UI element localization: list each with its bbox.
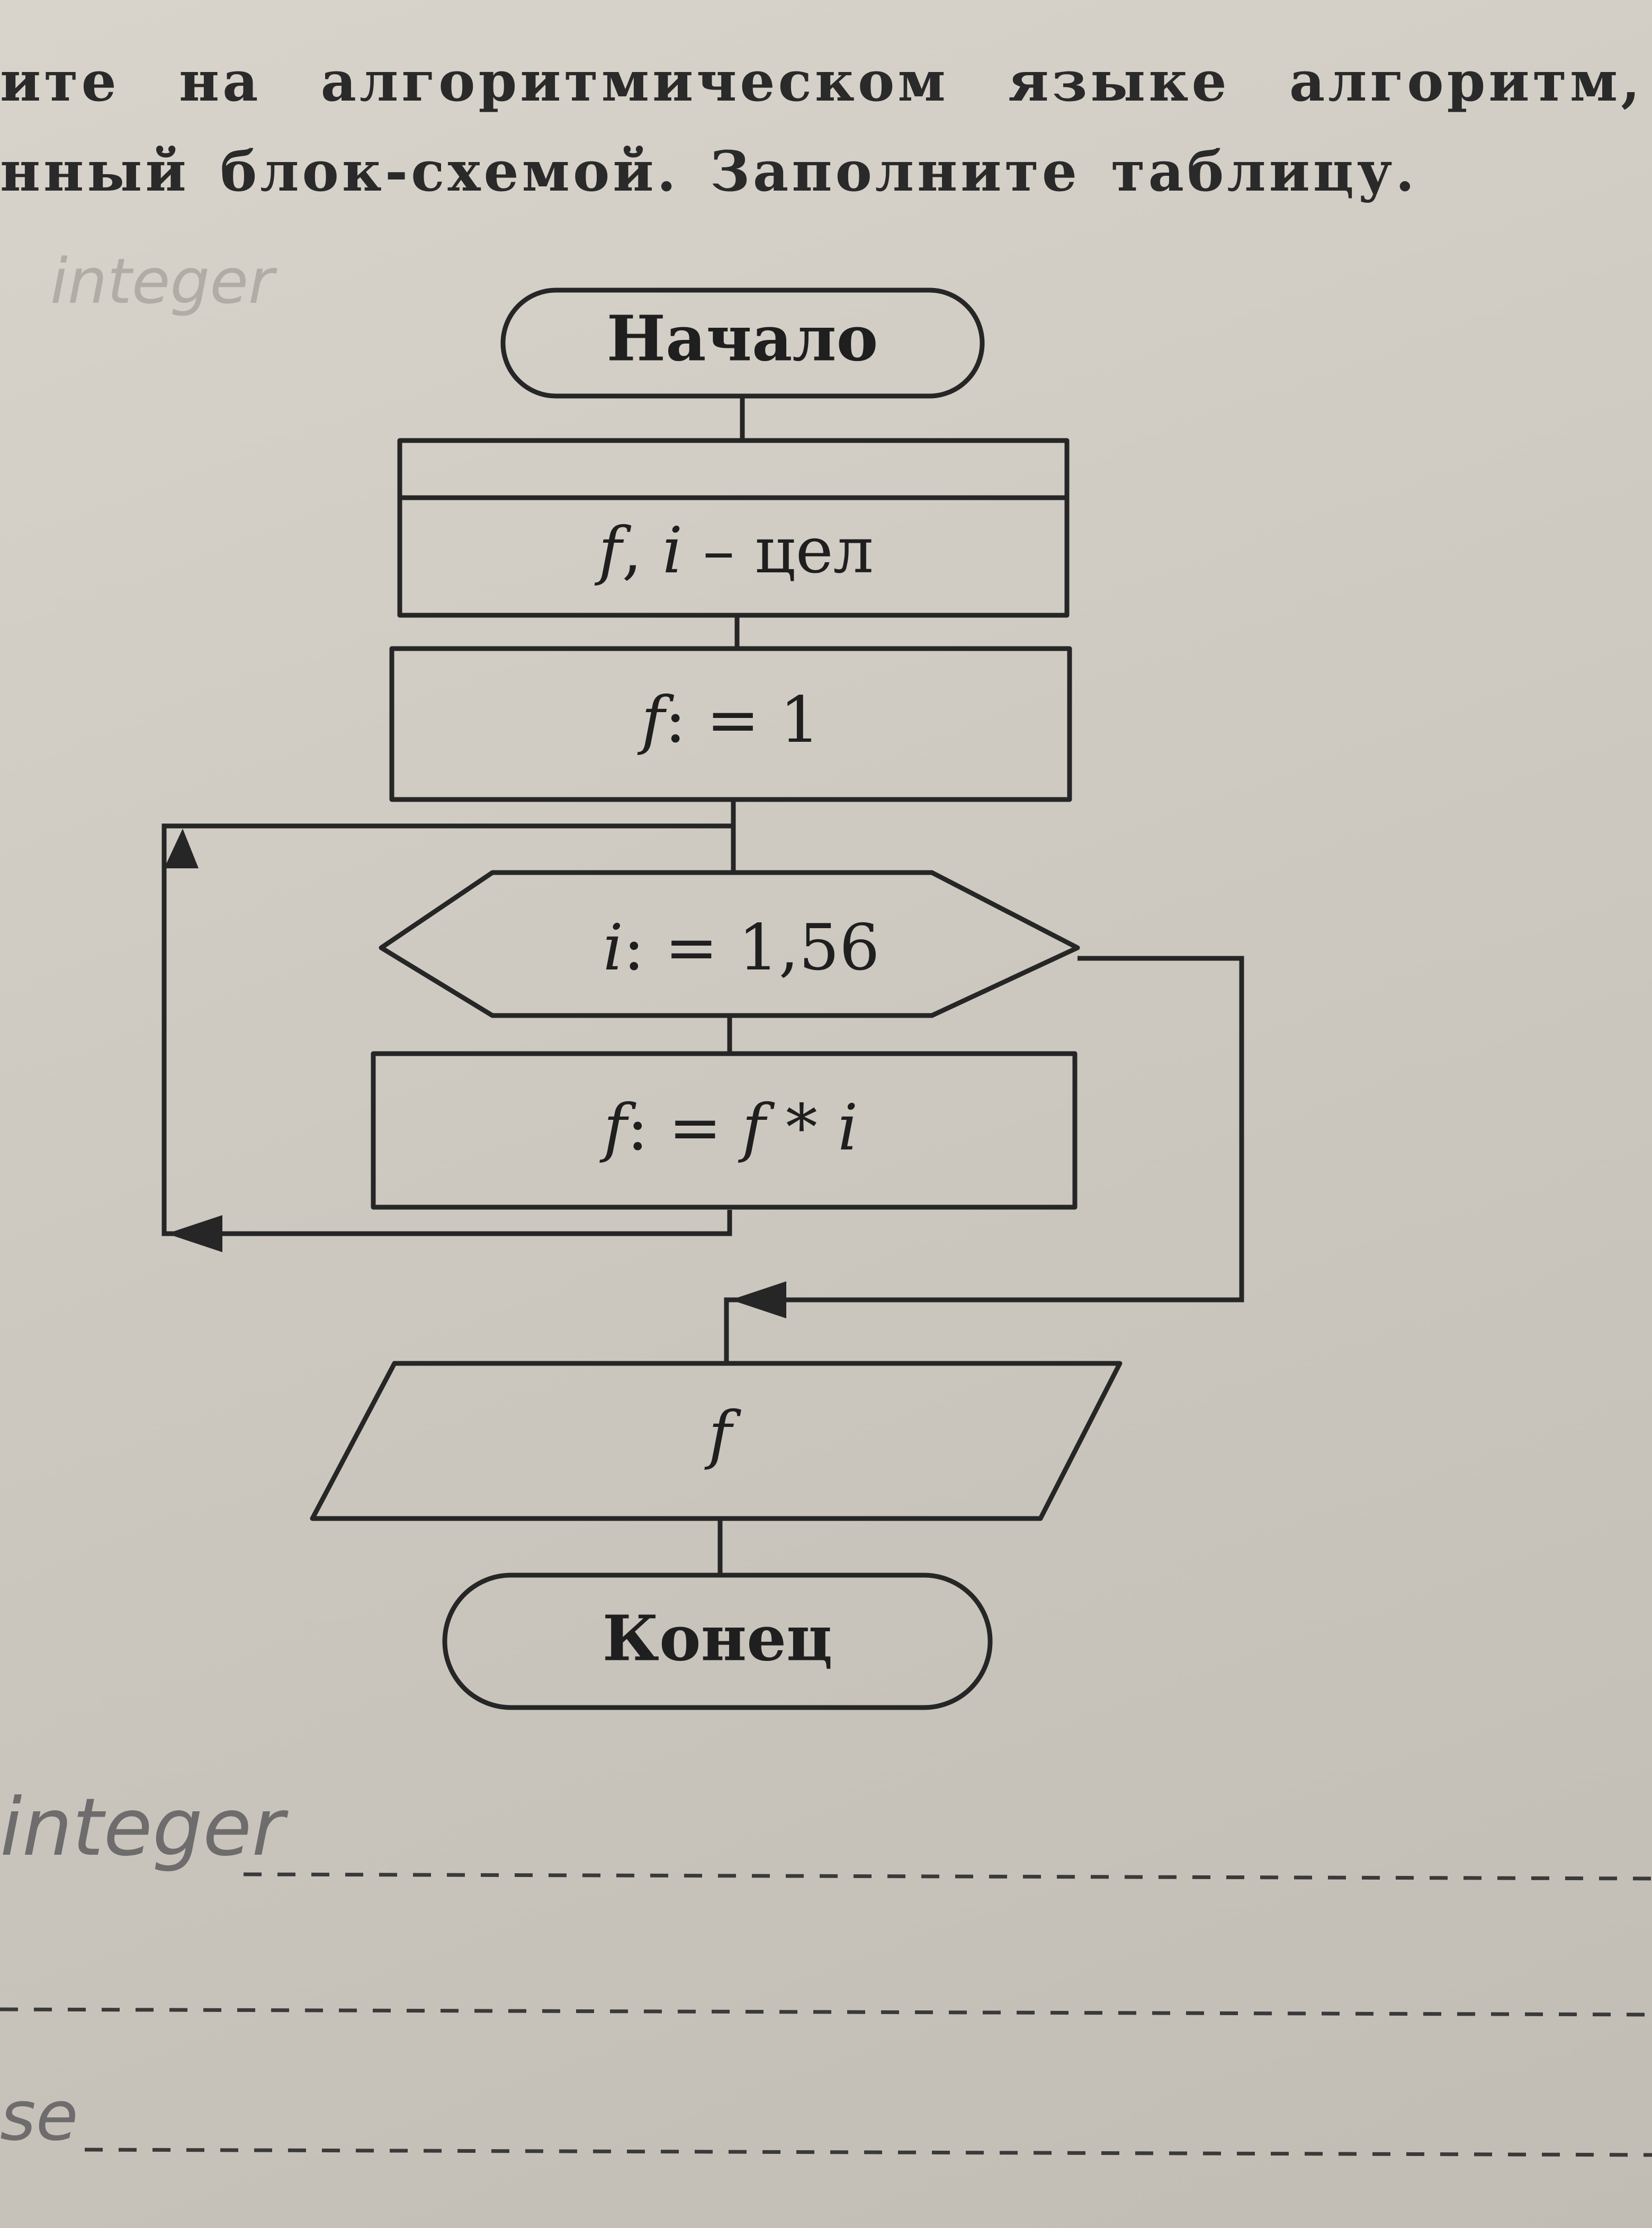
task-text-line-1: ите на алгоритмическом языке алгоритм,	[0, 49, 1644, 114]
declaration-block	[397, 438, 1070, 618]
loop-hexagon	[379, 870, 1080, 1018]
start-label: Начало	[607, 302, 878, 375]
handwritten-fragment: se	[0, 2076, 78, 2156]
init-block	[389, 646, 1072, 802]
answer-line-1	[243, 1872, 1652, 1881]
answer-line-3	[84, 2148, 1652, 2157]
task-text-line-2: нный блок-схемой. Заполните таблицу.	[0, 139, 1418, 204]
body-block	[371, 1051, 1078, 1210]
loop-exit-path	[724, 956, 1244, 1363]
loop-label: i: = 1,56	[603, 911, 880, 985]
loop-back-path	[161, 823, 733, 1236]
loop-up-arrowhead	[164, 829, 199, 868]
handwritten-note-top: integer	[50, 245, 274, 318]
end-terminal	[442, 1573, 993, 1710]
end-label: Конец	[603, 1602, 833, 1675]
init-label: f: = 1	[637, 684, 820, 757]
declaration-label: f, i – цел	[594, 514, 874, 588]
exit-arrowhead	[731, 1281, 786, 1318]
body-label: f: = f * i	[599, 1091, 858, 1165]
answer-line-2	[0, 2007, 1652, 2017]
output-block	[310, 1361, 1123, 1521]
handwritten-note-bottom: integer	[0, 1782, 285, 1874]
output-label: f	[704, 1398, 742, 1472]
loop-left-arrowhead	[167, 1215, 222, 1252]
